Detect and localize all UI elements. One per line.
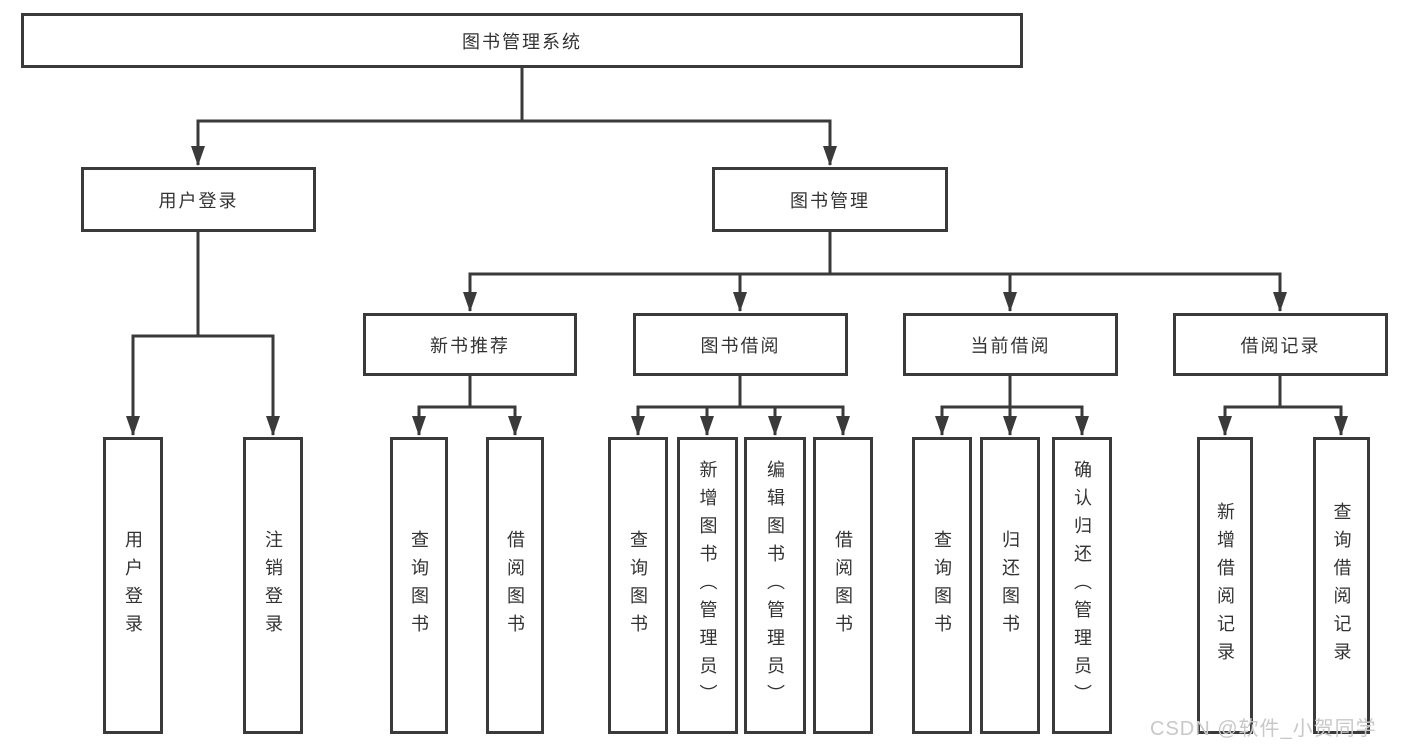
node-user-login: 用户登录 xyxy=(81,167,316,232)
leaf-label: 用户登录 xyxy=(123,529,143,642)
leaf-query-books-borrowing: 查询图书 xyxy=(608,437,668,734)
leaf-edit-books-admin: 编辑图书（管理员） xyxy=(744,437,806,734)
leaf-add-borrow-record: 新增借阅记录 xyxy=(1197,437,1253,734)
leaf-query-books-current: 查询图书 xyxy=(912,437,972,734)
leaf-logout: 注销登录 xyxy=(243,437,303,734)
leaf-label: 新增借阅记录 xyxy=(1215,501,1235,670)
leaf-label: 新增图书（管理员） xyxy=(697,459,718,712)
leaf-label: 借阅图书 xyxy=(505,529,525,642)
leaf-label: 确认归还（管理员） xyxy=(1072,459,1092,712)
leaf-label: 归还图书 xyxy=(1000,529,1020,642)
leaf-user-login: 用户登录 xyxy=(103,437,163,734)
leaf-query-borrow-record: 查询借阅记录 xyxy=(1313,437,1370,734)
leaf-return-books: 归还图书 xyxy=(980,437,1040,734)
leaf-confirm-return-admin: 确认归还（管理员） xyxy=(1052,437,1112,734)
node-library-management-system: 图书管理系统 xyxy=(21,13,1023,68)
csdn-watermark: CSDN @软件_小贺同学 xyxy=(1150,718,1377,740)
leaf-label: 查询借阅记录 xyxy=(1331,501,1352,670)
node-new-book-recommendation: 新书推荐 xyxy=(363,313,577,376)
leaf-borrow-books-borrowing: 借阅图书 xyxy=(813,437,873,734)
node-book-borrowing: 图书借阅 xyxy=(633,313,848,376)
leaf-label: 查询图书 xyxy=(628,529,648,642)
leaf-add-books-admin: 新增图书（管理员） xyxy=(677,437,738,734)
leaf-label: 编辑图书（管理员） xyxy=(765,459,785,712)
leaf-label: 注销登录 xyxy=(263,529,283,642)
node-current-borrowing: 当前借阅 xyxy=(903,313,1118,376)
leaf-label: 查询图书 xyxy=(409,529,429,642)
leaf-label: 借阅图书 xyxy=(833,529,853,642)
leaf-borrow-books-newbooks: 借阅图书 xyxy=(486,437,544,734)
leaf-query-books-newbooks: 查询图书 xyxy=(390,437,448,734)
node-book-management: 图书管理 xyxy=(712,167,948,232)
node-borrowing-records: 借阅记录 xyxy=(1173,313,1388,376)
leaf-label: 查询图书 xyxy=(932,529,952,642)
